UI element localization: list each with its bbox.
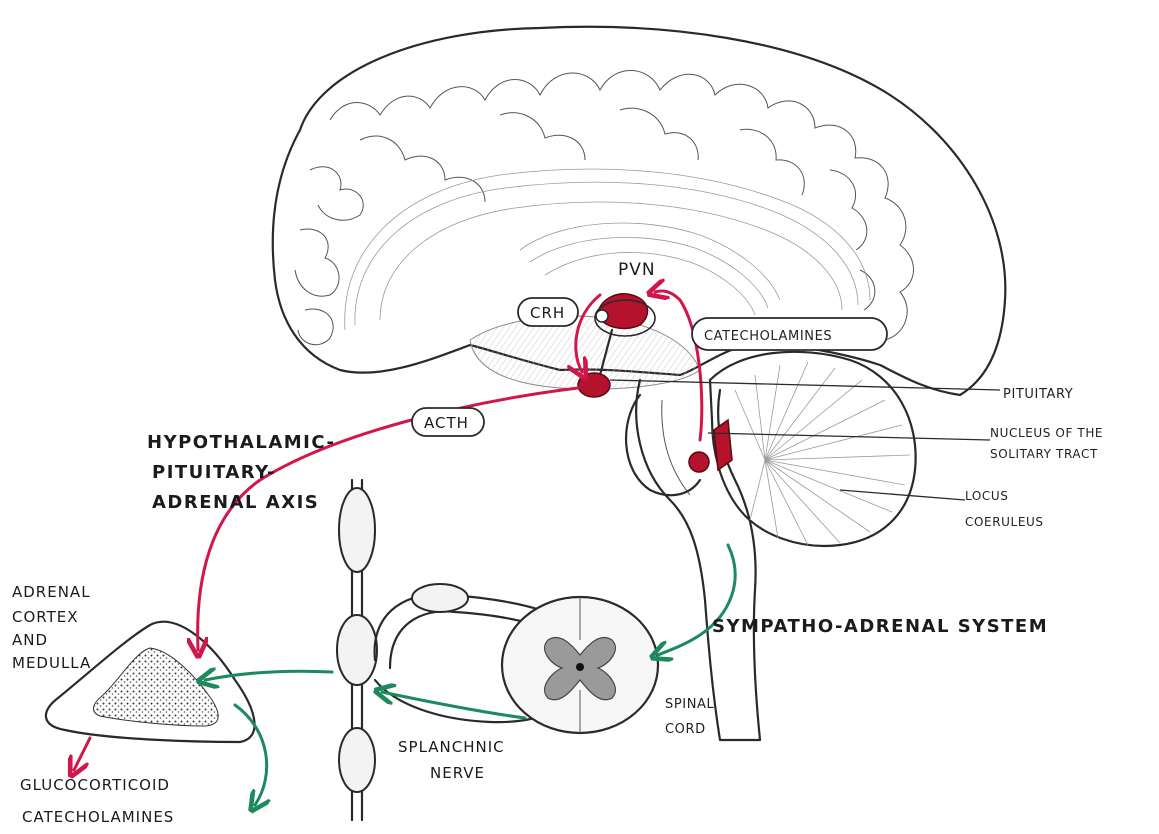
adrenal-gland bbox=[46, 622, 255, 742]
pituitary-label: PITUITARY bbox=[1003, 387, 1073, 402]
hpa-label-line1: HYPOTHALAMIC- bbox=[147, 432, 335, 453]
nts-label-line2: SOLITARY TRACT bbox=[990, 447, 1098, 461]
spinal-cord-label-line2: CORD bbox=[665, 722, 706, 737]
brainstem-detail bbox=[662, 400, 690, 495]
adrenal-label-line1: ADRENAL bbox=[12, 583, 91, 601]
lc-label-line2: COERULEUS bbox=[965, 515, 1044, 529]
lc-label-line1: LOCUS bbox=[965, 489, 1008, 503]
catecholamines-output-label: CATECHOLAMINES bbox=[22, 808, 174, 826]
adrenal-label-line4: MEDULLA bbox=[12, 654, 91, 672]
locus-coeruleus-nucleus bbox=[714, 420, 732, 470]
nts-label-line1: NUCLEUS OF THE bbox=[990, 426, 1103, 440]
splanchnic-label-line1: SPLANCHNIC bbox=[398, 738, 505, 756]
catecholamines-label: CATECHOLAMINES bbox=[704, 329, 832, 344]
glucocorticoid-label: GLUCOCORTICOID bbox=[20, 776, 170, 794]
hpa-label-line3: ADRENAL AXIS bbox=[152, 492, 319, 513]
spinal-cord bbox=[502, 597, 658, 733]
adrenal-label-line3: AND bbox=[12, 631, 48, 649]
crh-label: CRH bbox=[530, 304, 565, 322]
nts-nucleus bbox=[689, 452, 709, 472]
pvn-label: PVN bbox=[618, 260, 656, 280]
acth-label: ACTH bbox=[424, 414, 469, 432]
adrenal-label-line2: CORTEX bbox=[12, 608, 79, 626]
pituitary-gland bbox=[578, 373, 610, 397]
sympatho-adrenal-label: SYMPATHO-ADRENAL SYSTEM bbox=[712, 616, 1048, 637]
spinal-cord-label-line1: SPINAL bbox=[665, 697, 715, 712]
sympathetic-chain bbox=[337, 480, 377, 820]
hpa-label-line2: PITUITARY- bbox=[152, 462, 276, 483]
cerebellum bbox=[710, 352, 916, 546]
splanchnic-label-line2: NERVE bbox=[430, 764, 485, 782]
